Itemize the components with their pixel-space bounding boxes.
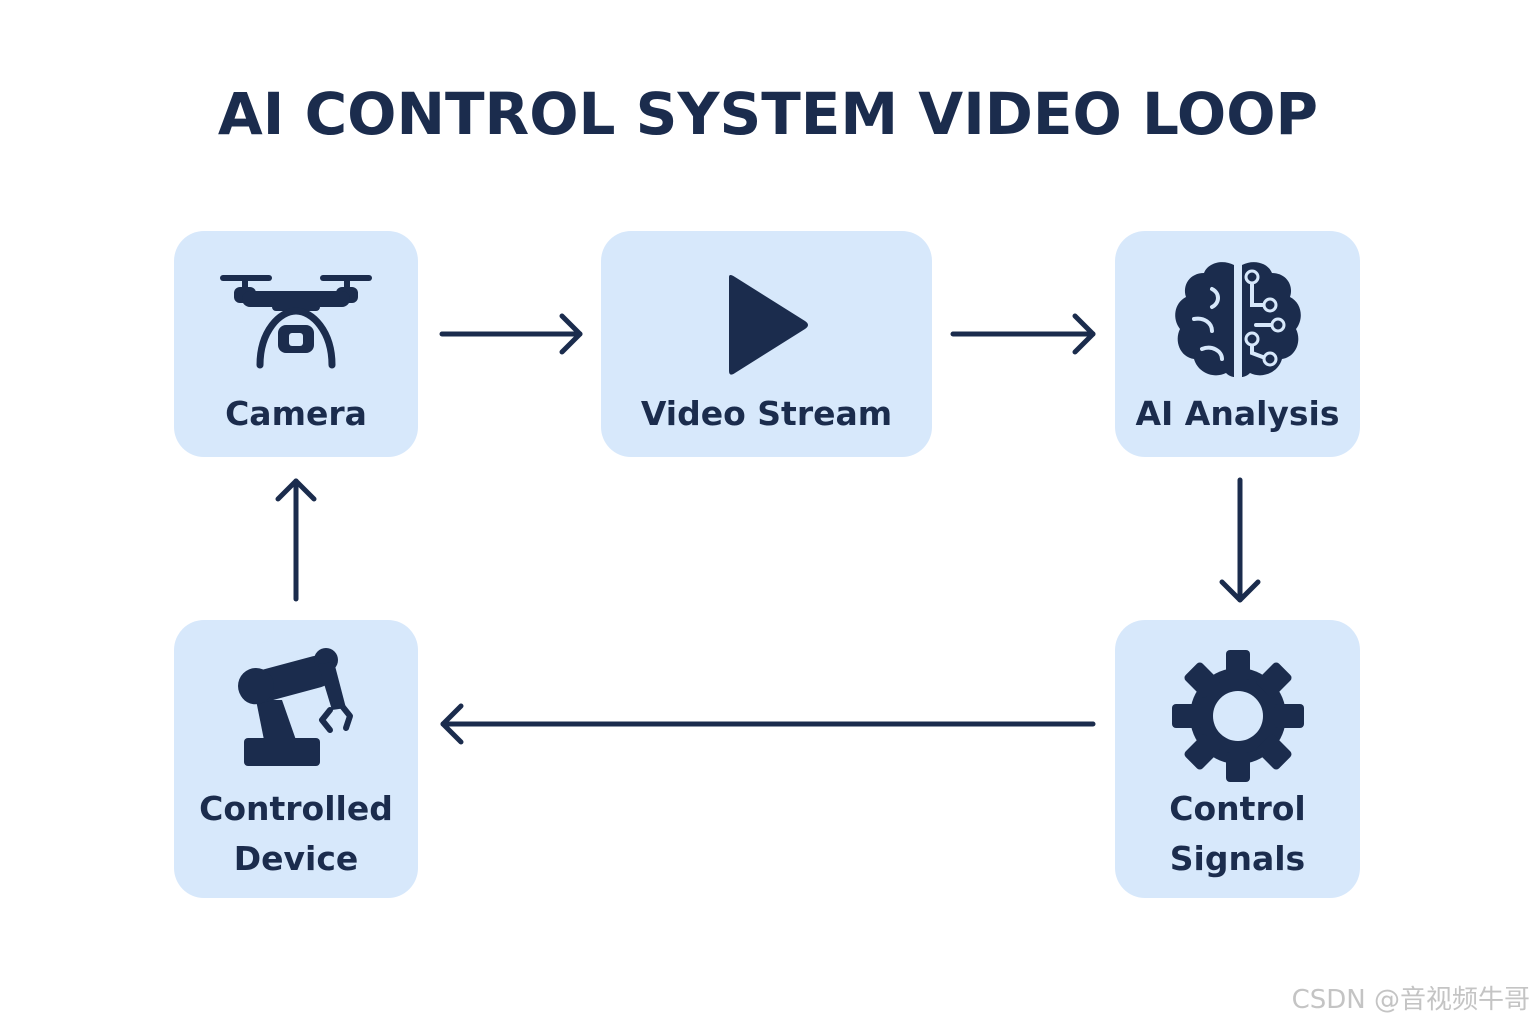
node-label: Video Stream (640, 394, 893, 433)
node-ai-analysis: AI Analysis (1115, 231, 1360, 457)
node-label-line2: Signals (1169, 839, 1306, 878)
node-camera: Camera (174, 231, 418, 457)
play-icon (601, 273, 932, 377)
diagram-title: AI CONTROL SYSTEM VIDEO LOOP (217, 80, 1319, 148)
drone-camera-icon (174, 271, 418, 371)
node-label: Camera (225, 394, 367, 433)
node-controlled-device: Controlled Device (174, 620, 418, 898)
arrow-device-to-camera (275, 478, 317, 602)
node-control-signals: Control Signals (1115, 620, 1360, 898)
watermark: CSDN @音视频牛哥 (1291, 985, 1530, 1015)
node-video-stream: Video Stream (601, 231, 932, 457)
node-label: Control Signals (1115, 784, 1360, 884)
node-label-line2: Device (233, 839, 359, 878)
node-label-line1: Controlled (199, 789, 393, 828)
brain-circuit-icon (1115, 259, 1360, 381)
arrow-ai-to-signals (1219, 477, 1261, 603)
arrow-signals-to-device (440, 703, 1096, 745)
node-label-line1: Control (1169, 789, 1306, 828)
arrow-video-to-ai (950, 313, 1096, 355)
robot-arm-icon (174, 646, 418, 770)
gear-icon (1115, 650, 1360, 782)
node-label: AI Analysis (1135, 394, 1340, 433)
node-label: Controlled Device (174, 784, 418, 884)
arrow-camera-to-video (439, 313, 583, 355)
